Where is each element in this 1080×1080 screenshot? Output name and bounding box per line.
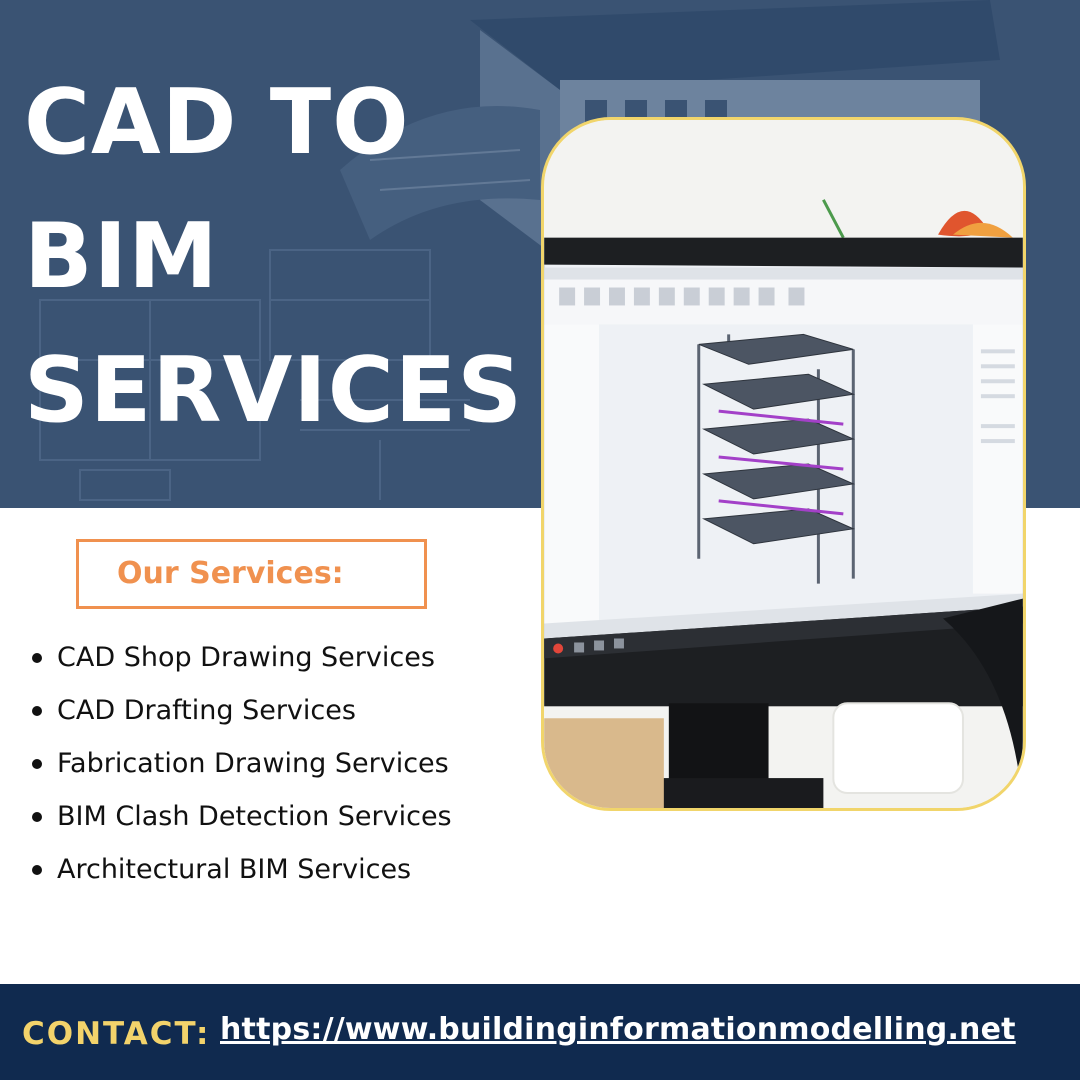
services-list: CAD Shop Drawing Services CAD Drafting S… xyxy=(30,636,452,901)
hero-title-line-3: SERVICES xyxy=(24,338,524,443)
list-item: CAD Drafting Services xyxy=(30,689,452,742)
bullet-icon xyxy=(32,653,42,663)
service-item-label: CAD Drafting Services xyxy=(57,695,356,726)
website-link[interactable]: https://www.buildinginformationmodelling… xyxy=(220,1012,1016,1047)
services-heading: Our Services: xyxy=(117,556,344,591)
list-item: Fabrication Drawing Services xyxy=(30,742,452,795)
service-item-label: Fabrication Drawing Services xyxy=(57,748,449,779)
service-item-label: Architectural BIM Services xyxy=(57,854,412,885)
monitor-illustration xyxy=(544,120,1023,808)
services-heading-box: Our Services: xyxy=(76,539,427,609)
list-item: BIM Clash Detection Services xyxy=(30,795,452,848)
contact-footer: CONTACT: https://www.buildinginformation… xyxy=(0,984,1080,1080)
hero-title: CAD TO BIM SERVICES xyxy=(24,56,523,458)
bullet-icon xyxy=(32,865,42,875)
cad-monitor-photo xyxy=(541,117,1026,811)
list-item: Architectural BIM Services xyxy=(30,848,452,901)
service-item-label: CAD Shop Drawing Services xyxy=(57,642,435,673)
contact-label: CONTACT: xyxy=(22,1016,211,1052)
hero-title-line-1: CAD TO xyxy=(24,70,410,175)
list-item: CAD Shop Drawing Services xyxy=(30,636,452,689)
hero-title-line-2: BIM xyxy=(24,204,219,309)
bullet-icon xyxy=(32,759,42,769)
service-item-label: BIM Clash Detection Services xyxy=(57,801,452,832)
bullet-icon xyxy=(32,706,42,716)
bullet-icon xyxy=(32,812,42,822)
